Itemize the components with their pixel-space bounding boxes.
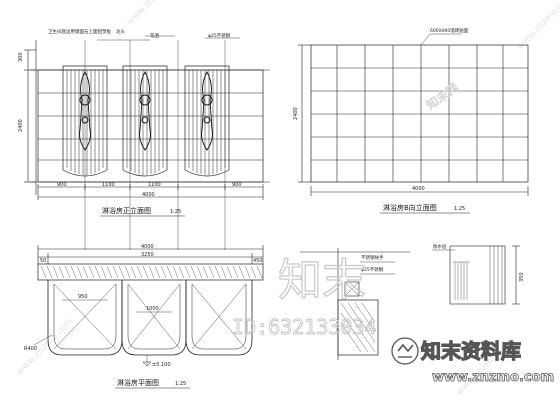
plan-title: 淋浴房平面图 [117,378,159,387]
detail-note-2: φ25不锈钢 [361,266,384,273]
plan-left-dim: 50 [40,258,46,264]
plan-view [33,245,264,367]
plan-right-dim: 450 [253,258,263,264]
plan-level: ±0.100 [152,362,171,368]
front-top-height: 300 [18,52,24,62]
plan-inner-dim-1: 950 [78,294,88,300]
watermark-logo-text: 知末 [278,255,366,306]
front-segment-1: 900 [57,182,67,188]
plan-inner-dim-2: 1000 [146,306,159,312]
front-elevation-scale: 1:25 [170,209,181,215]
detail-note-3: 防水层 [433,243,447,250]
watermark-id: ID:632133034 [232,315,377,339]
detail-note-1: 不锈钢扶手 [361,254,384,261]
front-overall-width: 4000 [142,192,155,198]
front-note-2: 龙头 [116,28,125,35]
diagonal-watermark-1: www.znzmo.com [125,0,185,27]
plan-overall-width: 4000 [141,244,154,250]
plan-radius: R400 [24,346,37,352]
watermark-brand: 知末资料库 [421,339,521,363]
shower-panel-3 [184,65,230,177]
front-note-3: 花洒 [150,32,159,39]
shower-panel-2 [122,65,168,177]
front-note-1: 卫生间底边用镜面石上面铝塑板 [48,28,111,35]
watermark-stamp: 知末网 [424,80,462,112]
detail-dim: 350 [519,272,525,282]
plan-labels: 4000 3250 50 450 950 1000 R400 ±0.100 淋浴… [24,244,263,389]
side-height: 2400 [293,107,299,120]
front-segment-2: 1100 [102,182,115,188]
side-elevation-labels: 600X400墙砖贴面 2400 4000 淋浴房B向立面图 1:25 [293,27,470,214]
side-elevation-scale: 1:25 [454,206,465,212]
front-elevation-labels: 卫生间底边用镜面石上面铝塑板 龙头 花洒 φ25不锈钢 300 2400 900… [18,28,242,217]
watermark-brand-badge [391,337,419,365]
diagonal-watermark-2: www.znzmo.com [515,0,560,52]
watermark-url: www.znzmo.com [432,370,554,385]
side-overall-width: 4000 [412,186,425,192]
side-elevation-view [298,33,529,196]
front-segment-4: 900 [232,182,242,188]
plan-scale: 1:25 [175,381,186,387]
front-elevation-title: 淋浴房正立面图 [102,206,151,215]
side-tile-note: 600X400墙砖贴面 [430,27,469,34]
front-elevation-view [24,35,270,250]
shower-fixtures [79,71,213,151]
plan-inner-width: 3250 [141,252,154,258]
front-note-4: φ25不锈钢 [208,32,231,39]
front-height: 2400 [18,119,24,132]
side-elevation-title: 淋浴房B向立面图 [383,203,437,212]
detail-labels: 不锈钢扶手 φ25不锈钢 防水层 350 [361,243,525,282]
front-segment-3: 1100 [148,182,161,188]
detail-section-view [300,245,520,360]
